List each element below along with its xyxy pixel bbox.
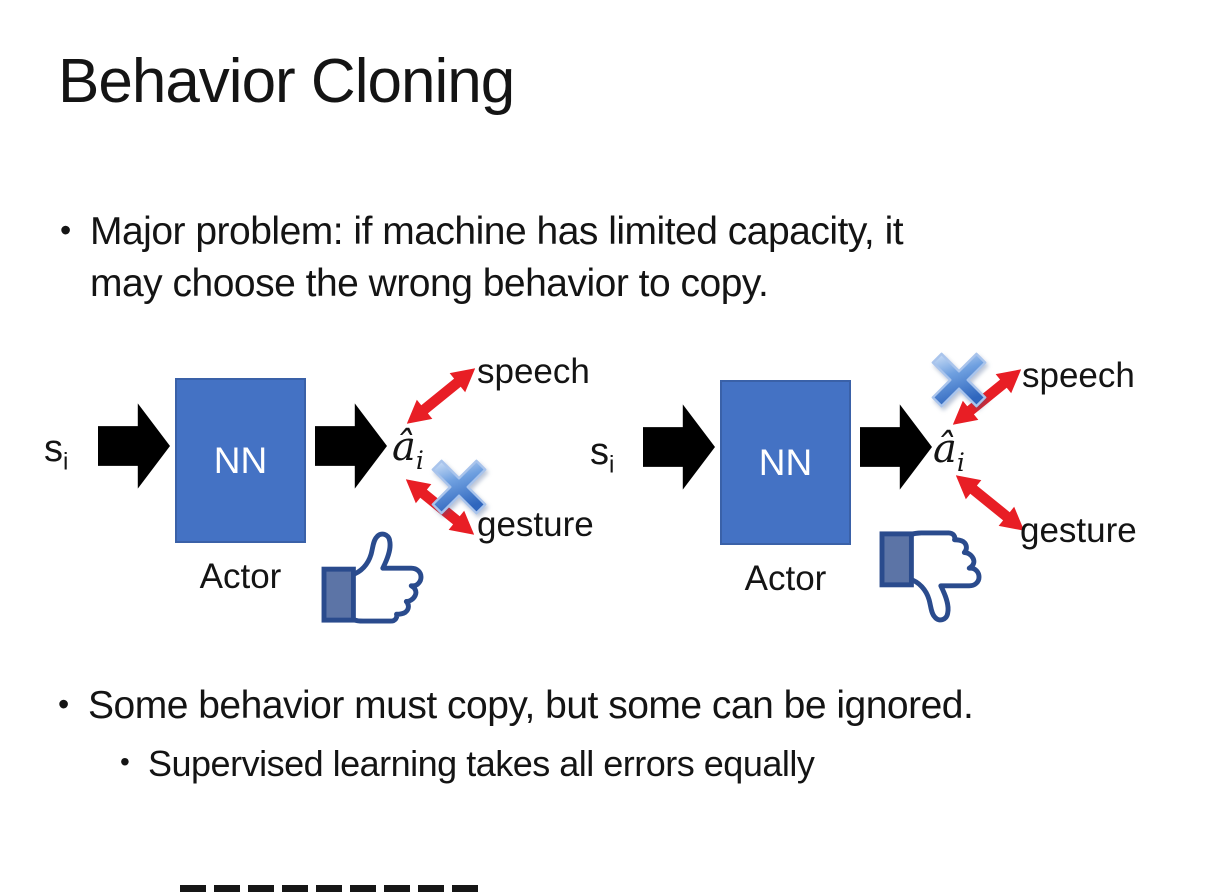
double-arrow-icon [406,368,476,424]
nn-label: NN [758,441,813,483]
bullet-dot: • [120,746,130,777]
bottom-crop-bar [180,885,482,892]
speech-label: speech [1022,356,1135,395]
reject-cross-icon [431,459,487,515]
input-label: si [590,431,615,479]
block-arrow-icon [860,404,932,490]
bullet-sub-1: Supervised learning takes all errors equ… [148,743,815,784]
actor-label: Actor [744,559,827,598]
input-label: si [44,428,69,476]
bullet-main-1: Major problem: if machine has limited ca… [90,206,904,310]
nn-box: NN [720,380,851,545]
gesture-label: gesture [1020,511,1137,550]
slide-title: Behavior Cloning [58,47,515,116]
bullet-dot: • [58,686,70,722]
gesture-label: gesture [477,505,594,544]
nn-box: NN [175,378,306,543]
block-arrow-icon [98,403,170,489]
output-label: âi [392,424,424,475]
actor-label: Actor [199,557,282,596]
block-arrow-icon [315,403,387,489]
block-arrow-icon [643,404,715,490]
double-arrow-icon [955,475,1025,531]
output-label: âi [933,426,965,477]
reject-cross-icon [931,352,987,408]
bullet-text-line: Major problem: if machine has limited ca… [90,210,904,253]
thumbs-down-icon [879,530,982,623]
thumbs-up-icon [321,531,424,624]
bullet-text-line: may choose the wrong behavior to copy. [90,262,769,305]
nn-label: NN [213,439,268,481]
double-arrow-icon [952,369,1022,425]
bullet-main-2: Some behavior must copy, but some can be… [88,684,974,727]
speech-label: speech [477,352,590,391]
bullet-dot: • [60,212,72,248]
